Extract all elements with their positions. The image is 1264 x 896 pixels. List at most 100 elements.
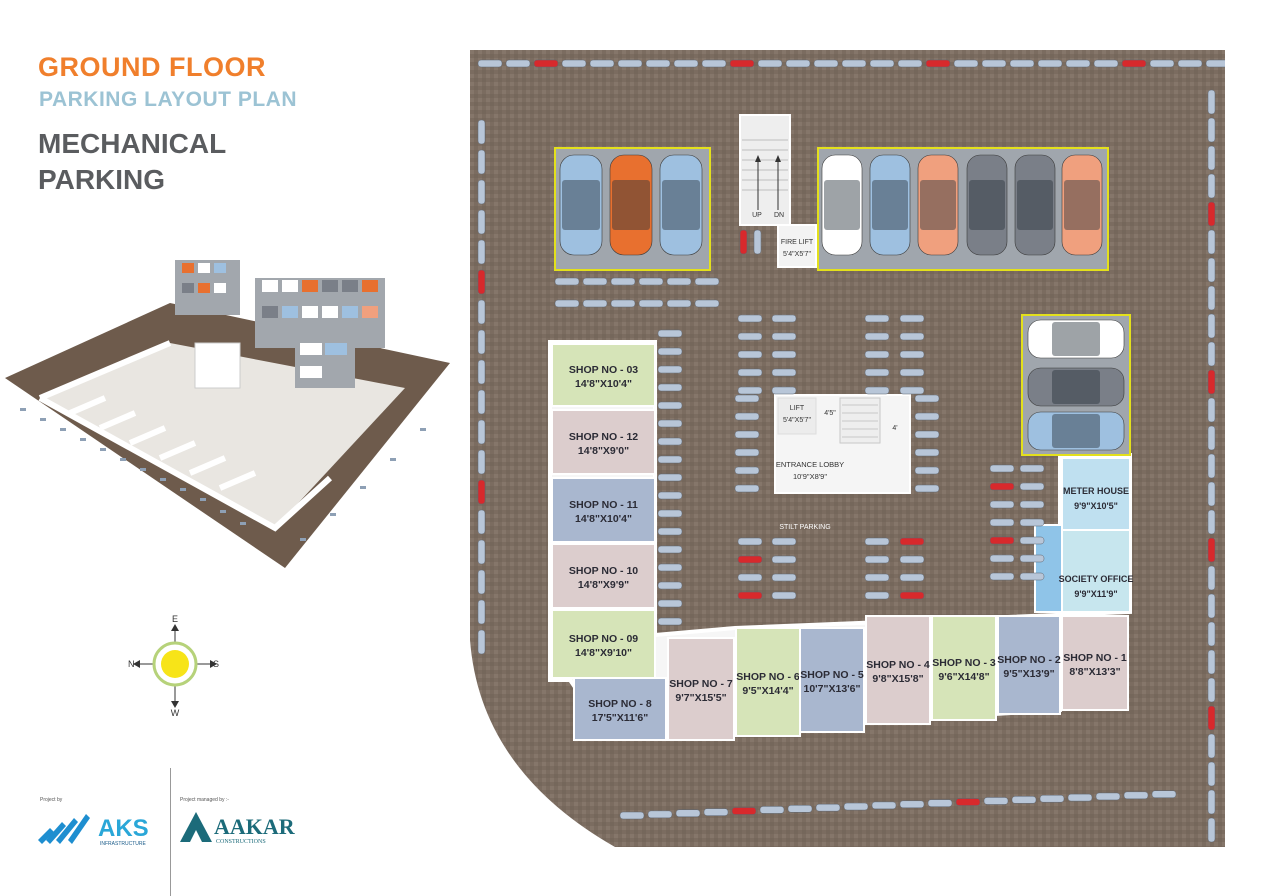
bike xyxy=(1207,341,1216,367)
shop-name: SHOP NO - 2 xyxy=(997,654,1061,666)
bike xyxy=(505,59,531,68)
bike xyxy=(1207,285,1216,311)
bike xyxy=(771,555,797,564)
bike xyxy=(477,509,486,535)
managed-by-label: Project managed by :- xyxy=(180,797,229,803)
bike xyxy=(914,484,940,493)
bike xyxy=(657,347,683,356)
title-line-1: GROUND FLOOR xyxy=(38,52,266,82)
compass: E W N S xyxy=(128,614,219,718)
bike xyxy=(477,599,486,625)
bike xyxy=(657,473,683,482)
bike xyxy=(864,386,890,395)
bike xyxy=(1207,733,1216,759)
aks-mark-icon xyxy=(38,814,90,844)
car xyxy=(559,154,603,256)
bike xyxy=(914,412,940,421)
shop-size: 14'8"X10'4" xyxy=(575,378,632,390)
bike xyxy=(1207,173,1216,199)
bike xyxy=(899,350,925,359)
bike xyxy=(645,59,671,68)
bike xyxy=(899,800,925,809)
bike xyxy=(1177,59,1203,68)
shop-name: SHOP NO - 3 xyxy=(932,657,996,669)
shop-name: SHOP NO - 03 xyxy=(569,364,638,376)
bike xyxy=(477,179,486,205)
bike xyxy=(815,803,841,812)
bike xyxy=(899,386,925,395)
bike xyxy=(989,500,1015,509)
shop-room xyxy=(799,627,865,733)
stacker-right xyxy=(817,147,1109,271)
compass-west-label: W xyxy=(171,708,180,718)
bike xyxy=(477,419,486,445)
project-by-label: Project by xyxy=(40,797,63,803)
shop-9: SHOP NO - 5 10'7"X13'6" xyxy=(799,627,865,733)
fire-lift-size: 5'4"X5'7" xyxy=(783,251,811,258)
fire-lift-room xyxy=(777,224,817,268)
shop-size: 14'8"X9'10" xyxy=(575,647,632,659)
bike xyxy=(981,59,1007,68)
bike xyxy=(1207,509,1216,535)
lobby-dim-1: 4'5" xyxy=(824,410,836,417)
shop-size: 9'7"X15'5" xyxy=(675,692,726,704)
bike xyxy=(1019,482,1045,491)
shop-room xyxy=(1061,615,1129,711)
bike xyxy=(753,229,762,255)
bike xyxy=(737,386,763,395)
bike xyxy=(477,299,486,325)
bike xyxy=(899,314,925,323)
shop-size: 10'7"X13'6" xyxy=(804,683,861,695)
lobby-dim-2: 4' xyxy=(892,425,897,432)
fire-lift-name: FIRE LIFT xyxy=(781,239,814,246)
bike xyxy=(554,299,580,308)
shop-room xyxy=(573,677,667,741)
bike xyxy=(666,299,692,308)
compass-sun xyxy=(161,650,189,678)
bike xyxy=(785,59,811,68)
aakar-subtitle: CONSTRUCTIONS xyxy=(216,839,266,845)
car xyxy=(917,154,959,256)
bike xyxy=(734,430,760,439)
iso-lift-core xyxy=(194,342,241,389)
shop-size: 9'5"X14'4" xyxy=(742,685,793,697)
shop-size: 9'8"X15'8" xyxy=(872,673,923,685)
shop-size: 9'5"X13'9" xyxy=(1003,668,1054,680)
bike xyxy=(734,448,760,457)
bike xyxy=(673,59,699,68)
bike xyxy=(657,491,683,500)
floor-plan: SHOP NO - 03 14'8"X10'4" SHOP NO - 1214'8"… xyxy=(470,50,1225,847)
bike xyxy=(1207,229,1216,255)
bike xyxy=(914,394,940,403)
bike xyxy=(657,419,683,428)
bike xyxy=(759,806,785,814)
bike xyxy=(657,617,683,626)
bike xyxy=(1149,59,1175,68)
bike xyxy=(657,329,683,338)
bike xyxy=(657,437,683,446)
car xyxy=(869,154,911,256)
shop-10: SHOP NO - 49'8"X15'8" xyxy=(865,615,931,725)
bike xyxy=(477,209,486,235)
bike xyxy=(914,466,940,475)
car xyxy=(1014,154,1056,256)
bike xyxy=(737,350,763,359)
bike xyxy=(737,332,763,341)
bike xyxy=(657,365,683,374)
bike xyxy=(953,59,979,68)
bike xyxy=(1207,565,1216,591)
bike xyxy=(737,573,763,582)
bike xyxy=(787,805,813,813)
shop-name: SHOP NO - 5 xyxy=(800,669,864,681)
bike xyxy=(841,59,867,68)
shop-12: SHOP NO - 2 9'5"X13'9" xyxy=(997,615,1061,715)
bike xyxy=(1151,790,1177,798)
compass-north-label: N xyxy=(128,659,135,669)
shop-name: SHOP NO - 11 xyxy=(569,499,638,511)
bike xyxy=(657,509,683,518)
bike xyxy=(737,368,763,377)
compass-south-label: S xyxy=(213,659,219,669)
bike xyxy=(703,808,729,816)
